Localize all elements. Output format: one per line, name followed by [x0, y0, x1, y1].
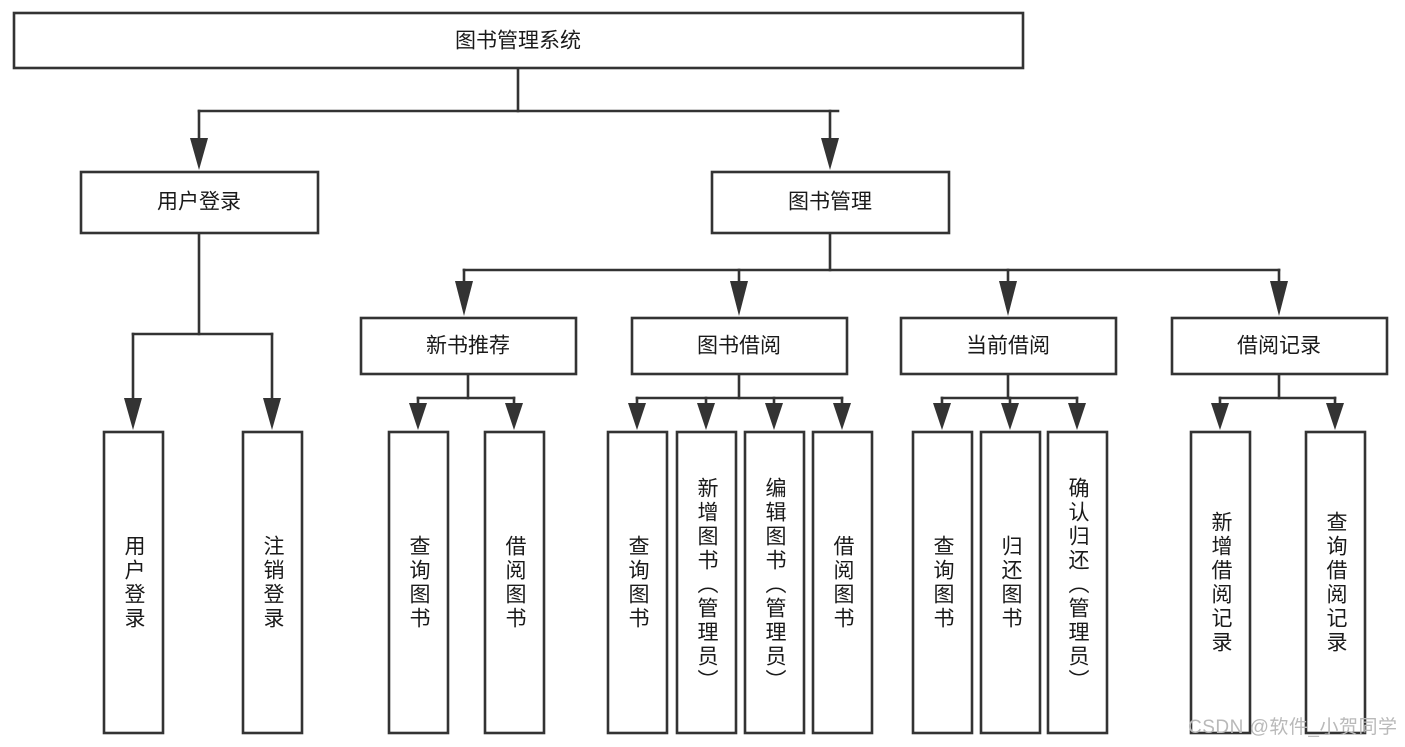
leaf-label-book-borrow-3: 借阅图书 — [831, 534, 854, 631]
node-book-borrow[interactable] — [630, 316, 849, 376]
leaf-label-new-book-1: 借阅图书 — [503, 534, 526, 631]
leaf-box-book-borrow-0[interactable] — [606, 430, 669, 735]
leaf-label-wrap-borrow-record-0: 新增借阅记录 — [1209, 510, 1232, 655]
arrowhead-br-leaf2 — [1326, 403, 1344, 430]
leaf-box-new-book-0[interactable] — [387, 430, 450, 735]
arrowhead-book-borrow — [730, 281, 748, 316]
arrowhead-leaf-user-login — [124, 398, 142, 430]
leaf-box-book-borrow-2[interactable] — [743, 430, 806, 735]
leaf-label-wrap-current-borrow-2: 确认归还（管理员） — [1066, 476, 1089, 693]
leaf-label-user-login-1: 注销登录 — [261, 534, 284, 631]
arrowhead-cb-leaf1 — [933, 403, 951, 430]
leaf-box-new-book-1[interactable] — [483, 430, 546, 735]
arrowhead-current-borrow — [999, 281, 1017, 316]
leaf-box-current-borrow-2[interactable] — [1046, 430, 1109, 735]
connectors — [124, 66, 1344, 430]
arrowhead-user-login — [190, 138, 208, 170]
leaf-label-current-borrow-2: 确认归还（管理员） — [1066, 476, 1089, 693]
arrowhead-borrow-record — [1270, 281, 1288, 316]
leaf-label-wrap-book-borrow-2: 编辑图书（管理员） — [763, 476, 786, 693]
arrowhead-br-leaf1 — [1211, 403, 1229, 430]
leaf-label-book-borrow-2: 编辑图书（管理员） — [763, 476, 786, 693]
arrowhead-bb-leaf4 — [833, 403, 851, 430]
leaf-box-book-borrow-3[interactable] — [811, 430, 874, 735]
leaf-box-borrow-record-0[interactable] — [1189, 430, 1252, 735]
arrowhead-cb-leaf3 — [1068, 403, 1086, 430]
leaf-label-current-borrow-1: 归还图书 — [999, 534, 1022, 631]
leaf-label-borrow-record-0: 新增借阅记录 — [1209, 510, 1232, 655]
leaf-box-borrow-record-1[interactable] — [1304, 430, 1367, 735]
leaf-label-wrap-book-borrow-0: 查询图书 — [626, 534, 649, 631]
leaf-label-borrow-record-1: 查询借阅记录 — [1324, 510, 1347, 655]
arrowhead-bb-leaf1 — [628, 403, 646, 430]
leaf-label-wrap-borrow-record-1: 查询借阅记录 — [1324, 510, 1347, 655]
leaf-label-wrap-new-book-1: 借阅图书 — [503, 534, 526, 631]
node-borrow-record-label: 借阅记录 — [1237, 335, 1321, 358]
arrowhead-leaf-logout — [263, 398, 281, 430]
node-borrow-record[interactable] — [1170, 316, 1389, 376]
csdn-watermark: CSDN @软件_小贺同学 — [1188, 717, 1398, 738]
leaf-label-current-borrow-0: 查询图书 — [931, 534, 954, 631]
leaf-label-wrap-current-borrow-0: 查询图书 — [931, 534, 954, 631]
arrowhead-cb-leaf2 — [1001, 403, 1019, 430]
node-new-book-recommend-label: 新书推荐 — [426, 335, 510, 358]
node-book-manage-label: 图书管理 — [788, 191, 872, 214]
leaf-label-wrap-current-borrow-1: 归还图书 — [999, 534, 1022, 631]
leaf-label-wrap-book-borrow-3: 借阅图书 — [831, 534, 854, 631]
leaf-label-wrap-user-login-1: 注销登录 — [261, 534, 284, 631]
arrowhead-nb-leaf2 — [505, 403, 523, 430]
leaf-box-book-borrow-1[interactable] — [675, 430, 738, 735]
leaf-label-new-book-0: 查询图书 — [407, 534, 430, 631]
arrowhead-nb-leaf1 — [409, 403, 427, 430]
arrowhead-bb-leaf3 — [765, 403, 783, 430]
node-root-label: 图书管理系统 — [455, 30, 581, 53]
leaf-label-book-borrow-0: 查询图书 — [626, 534, 649, 631]
leaf-label-wrap-book-borrow-1: 新增图书（管理员） — [695, 476, 718, 693]
node-user-login-label: 用户登录 — [157, 191, 241, 214]
leaf-box-current-borrow-1[interactable] — [979, 430, 1042, 735]
leaf-label-wrap-new-book-0: 查询图书 — [407, 534, 430, 631]
node-current-borrow[interactable] — [899, 316, 1118, 376]
arrowhead-book-manage — [821, 138, 839, 170]
arrowhead-new-book — [455, 281, 473, 316]
leaf-box-user-login-0[interactable] — [102, 430, 165, 735]
leaf-label-wrap-user-login-0: 用户登录 — [122, 534, 145, 631]
node-user-login[interactable] — [79, 170, 320, 235]
node-book-borrow-label: 图书借阅 — [697, 335, 781, 358]
leaf-label-user-login-0: 用户登录 — [122, 534, 145, 631]
node-book-manage[interactable] — [710, 170, 951, 235]
node-current-borrow-label: 当前借阅 — [966, 335, 1050, 358]
leaf-box-current-borrow-0[interactable] — [911, 430, 974, 735]
arrowhead-bb-leaf2 — [697, 403, 715, 430]
node-root[interactable] — [12, 11, 1025, 70]
leaf-box-user-login-1[interactable] — [241, 430, 304, 735]
leaf-label-book-borrow-1: 新增图书（管理员） — [695, 476, 718, 693]
node-new-book-recommend[interactable] — [359, 316, 578, 376]
